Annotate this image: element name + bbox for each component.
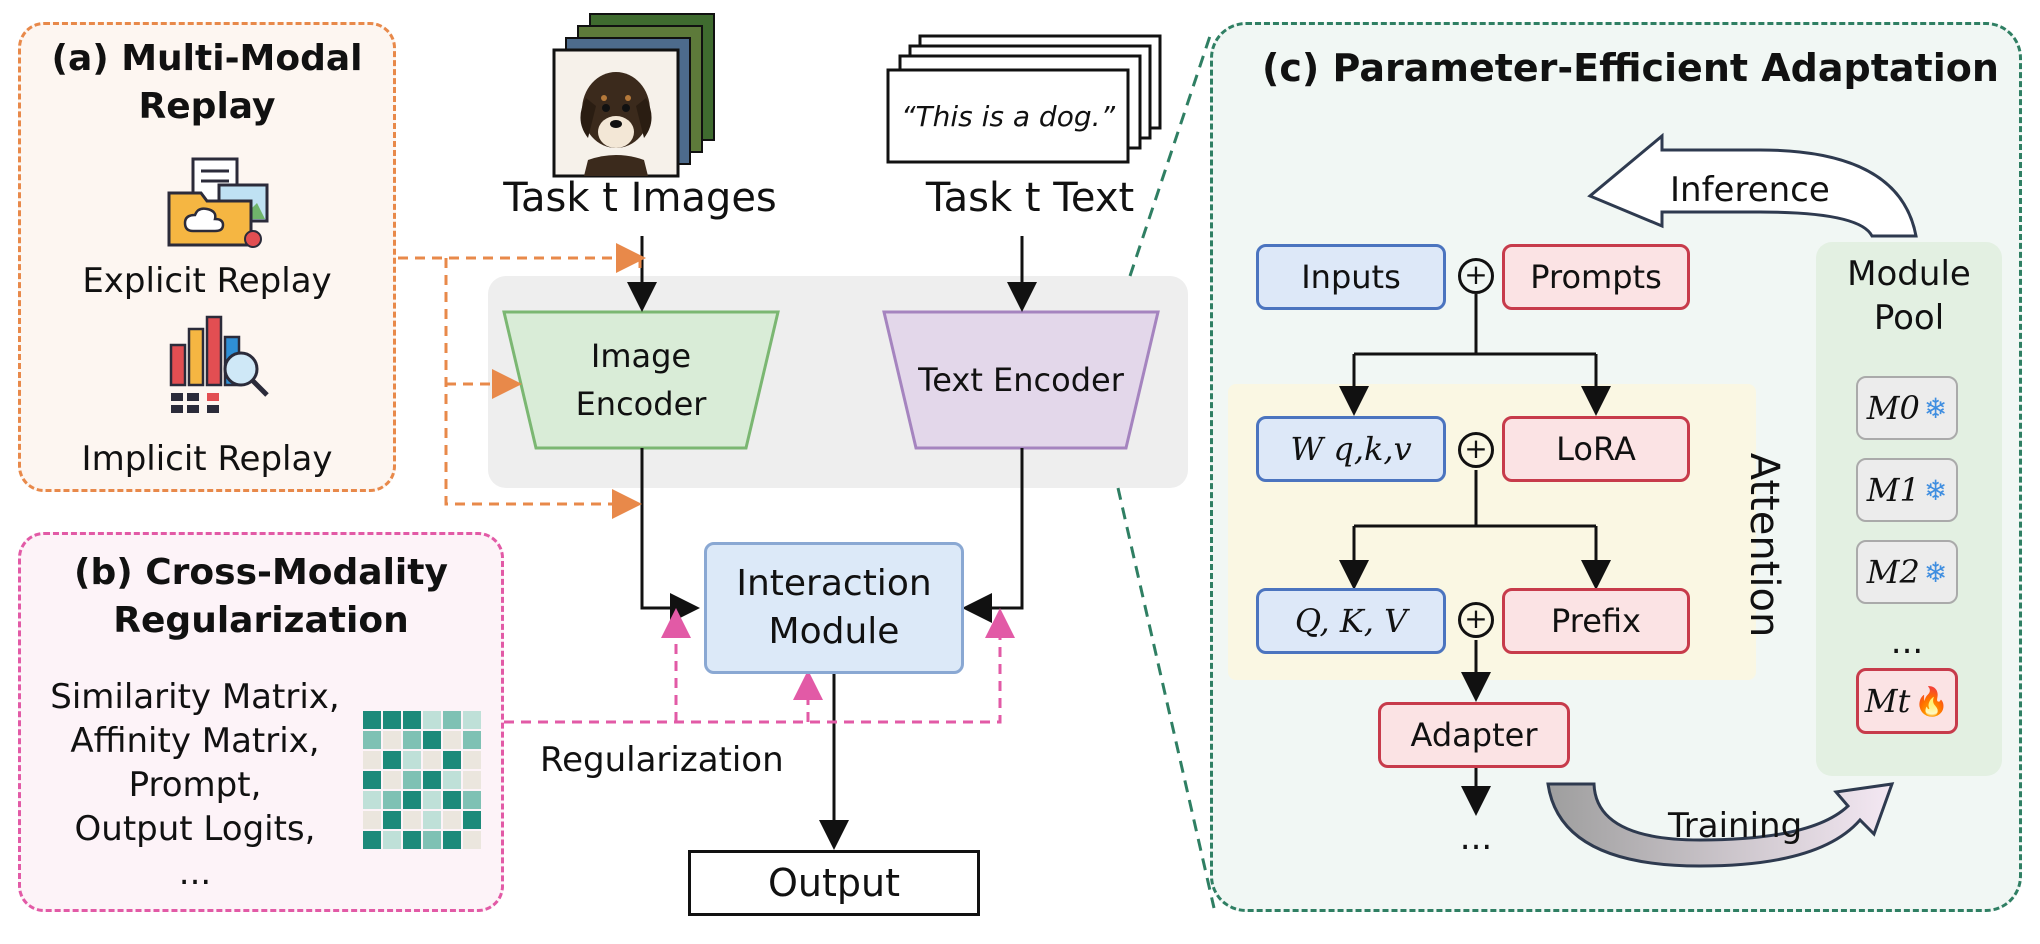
- matrix-cell: [363, 771, 381, 789]
- text-encoder-label: Text Encoder: [918, 361, 1124, 399]
- lora-box: LoRA: [1502, 416, 1690, 482]
- matrix-cell: [443, 751, 461, 769]
- item-ellipsis: ...: [178, 853, 212, 893]
- oplus-inputs-icon: +: [1458, 258, 1494, 294]
- matrix-cell: [423, 811, 441, 829]
- interaction-module: Interaction Module: [704, 542, 964, 674]
- matrix-cell: [423, 751, 441, 769]
- matrix-cell: [463, 711, 481, 729]
- cross-modality-regularization-panel: (b) Cross-Modality Regularization Simila…: [18, 532, 504, 912]
- matrix-cell: [443, 731, 461, 749]
- matrix-cell: [403, 831, 421, 849]
- matrix-cell: [403, 811, 421, 829]
- folder-icon: [167, 157, 269, 248]
- matrix-cell: [403, 791, 421, 809]
- matrix-cell: [463, 831, 481, 849]
- training-label: Training: [1668, 806, 1803, 846]
- matrix-cell: [443, 771, 461, 789]
- matrix-cell: [403, 711, 421, 729]
- adapter-box: Adapter: [1378, 702, 1570, 768]
- matrix-cell: [363, 751, 381, 769]
- panel-b-title: (b) Cross-Modality Regularization: [74, 552, 448, 641]
- oplus-lora-icon: +: [1458, 432, 1494, 468]
- output-box: Output: [688, 850, 980, 916]
- matrix-cell: [403, 731, 421, 749]
- implicit-replay-label: Implicit Replay: [81, 439, 333, 479]
- matrix-cell: [443, 831, 461, 849]
- matrix-cell: [383, 771, 401, 789]
- bar-chart-search-icon: [169, 315, 269, 413]
- matrix-cell: [423, 791, 441, 809]
- prefix-box: Prefix: [1502, 588, 1690, 654]
- matrix-cell: [403, 771, 421, 789]
- item-similarity: Similarity Matrix,: [50, 677, 340, 717]
- matrix-cell: [363, 791, 381, 809]
- inputs-box: Inputs: [1256, 244, 1446, 310]
- text-card-caption: “This is a dog.”: [900, 100, 1116, 133]
- matrix-cell: [463, 751, 481, 769]
- matrix-cell: [383, 811, 401, 829]
- similarity-matrix-icon: [363, 711, 481, 849]
- module-m1: M1❄: [1856, 458, 1958, 522]
- prompts-box: Prompts: [1502, 244, 1690, 310]
- item-logits: Output Logits,: [74, 809, 316, 849]
- matrix-cell: [463, 791, 481, 809]
- matrix-cell: [363, 811, 381, 829]
- matrix-cell: [463, 811, 481, 829]
- regularization-items: Similarity Matrix, Affinity Matrix, Prom…: [25, 675, 365, 895]
- module-mt: Mt🔥: [1856, 668, 1958, 734]
- explicit-replay-label: Explicit Replay: [82, 261, 332, 301]
- matrix-cell: [423, 831, 441, 849]
- matrix-cell: [363, 831, 381, 849]
- module-ellipsis: ...: [1890, 622, 1924, 662]
- matrix-cell: [443, 791, 461, 809]
- qkv-box: Q, K, V: [1256, 588, 1446, 654]
- panel-c-ellipsis: ...: [1459, 818, 1493, 858]
- module-mt-label: Mt: [1864, 682, 1911, 720]
- module-m0: M0❄: [1856, 376, 1958, 440]
- panel-a-title: (a) Multi-Modal Replay: [51, 38, 363, 127]
- matrix-cell: [463, 731, 481, 749]
- panel-c-title: (c) Parameter-Efficient Adaptation: [1262, 46, 1999, 90]
- module-m1-label: M1: [1866, 471, 1920, 509]
- snowflake-icon: ❄: [1923, 473, 1948, 507]
- snowflake-icon: ❄: [1923, 391, 1948, 425]
- oplus-prefix-icon: +: [1458, 602, 1494, 638]
- matrix-cell: [423, 731, 441, 749]
- inference-label: Inference: [1670, 170, 1830, 210]
- matrix-cell: [403, 751, 421, 769]
- matrix-cell: [383, 831, 401, 849]
- matrix-cell: [443, 811, 461, 829]
- matrix-cell: [383, 791, 401, 809]
- dog-image-stack-icon: [552, 13, 715, 178]
- matrix-cell: [443, 711, 461, 729]
- matrix-cell: [383, 751, 401, 769]
- matrix-cell: [423, 771, 441, 789]
- item-affinity: Affinity Matrix,: [70, 721, 320, 761]
- module-m0-label: M0: [1866, 389, 1920, 427]
- module-pool-title: Module Pool: [1847, 254, 1971, 338]
- text-card-stack-icon: [886, 34, 1162, 164]
- w-qkv-box: W q,k,v: [1256, 416, 1446, 482]
- item-prompt: Prompt,: [128, 765, 262, 805]
- matrix-cell: [363, 711, 381, 729]
- matrix-cell: [383, 711, 401, 729]
- attention-label: Attention: [1741, 452, 1787, 638]
- matrix-cell: [363, 731, 381, 749]
- matrix-cell: [383, 731, 401, 749]
- matrix-cell: [463, 771, 481, 789]
- multimodal-replay-panel: (a) Multi-Modal Replay Explicit Replay I…: [18, 22, 396, 492]
- task-images-label: Task t Images: [503, 175, 777, 221]
- matrix-cell: [423, 711, 441, 729]
- snowflake-icon: ❄: [1923, 555, 1948, 589]
- module-m2: M2❄: [1856, 540, 1958, 604]
- task-text-label: Task t Text: [925, 175, 1135, 221]
- flame-icon: 🔥: [1914, 684, 1950, 718]
- regularization-label: Regularization: [540, 740, 784, 780]
- module-m2-label: M2: [1866, 553, 1920, 591]
- image-encoder-label: Image Encoder: [575, 337, 707, 423]
